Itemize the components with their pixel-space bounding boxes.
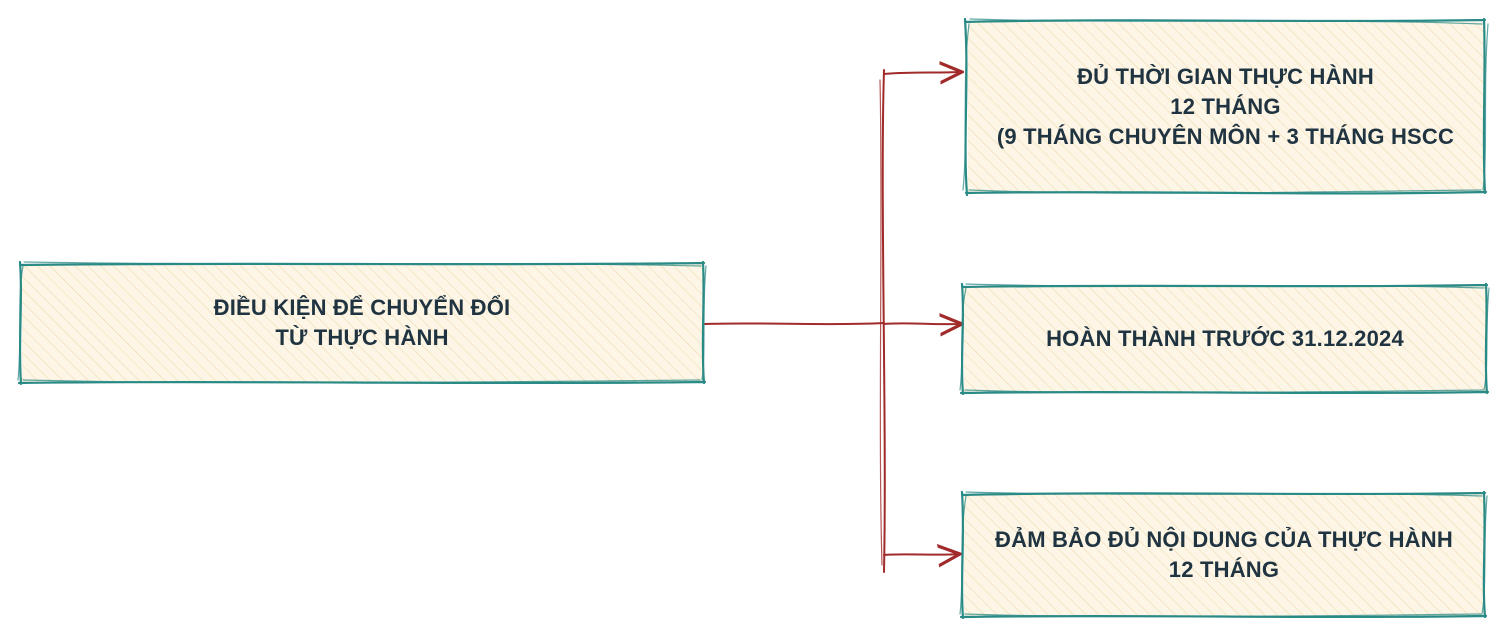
child-3-line-2: 12 THÁNG <box>1168 557 1280 582</box>
child-box-2-label: HOÀN THÀNH TRƯỚC 31.12.2024 <box>964 286 1486 392</box>
child-box-3-label: ĐẢM BẢO ĐỦ NỘI DUNG CỦA THỰC HÀNH 12 THÁ… <box>964 494 1484 616</box>
connector-root <box>704 322 885 326</box>
child-box-2 <box>959 282 1490 396</box>
child-3-line-1: ĐẢM BẢO ĐỦ NỘI DUNG CỦA THỰC HÀNH <box>995 527 1453 552</box>
root-label-line-2: TỪ THỰC HÀNH <box>275 325 449 350</box>
connector-lines <box>704 69 962 573</box>
child-1-line-2: 12 THÁNG <box>1170 94 1281 119</box>
child-2-line-1: HOÀN THÀNH TRƯỚC 31.12.2024 <box>1046 326 1404 351</box>
connector-trunk <box>881 69 886 573</box>
child-1-line-1: ĐỦ THỜI GIAN THỰC HÀNH <box>1077 64 1374 89</box>
child-box-3 <box>959 490 1488 620</box>
child-box-1 <box>962 17 1489 197</box>
child-1-line-3: (9 THÁNG CHUYÊN MÔN + 3 THÁNG HSCC <box>996 124 1455 149</box>
connector-to-box-1 <box>883 72 962 74</box>
child-box-1-label: ĐỦ THỜI GIAN THỰC HÀNH 12 THÁNG (9 THÁNG… <box>968 22 1483 192</box>
connector-trunk-sketch <box>879 79 883 566</box>
root-label-line-1: ĐIỀU KIỆN ĐỂ CHUYỂN ĐỔI <box>213 295 511 320</box>
root-box-label: ĐIỀU KIỆN ĐỂ CHUYỂN ĐỔI TỪ THỰC HÀNH <box>22 264 702 382</box>
connector-to-box-2 <box>883 323 962 324</box>
root-box <box>17 260 707 386</box>
connector-to-box-3 <box>883 554 960 555</box>
